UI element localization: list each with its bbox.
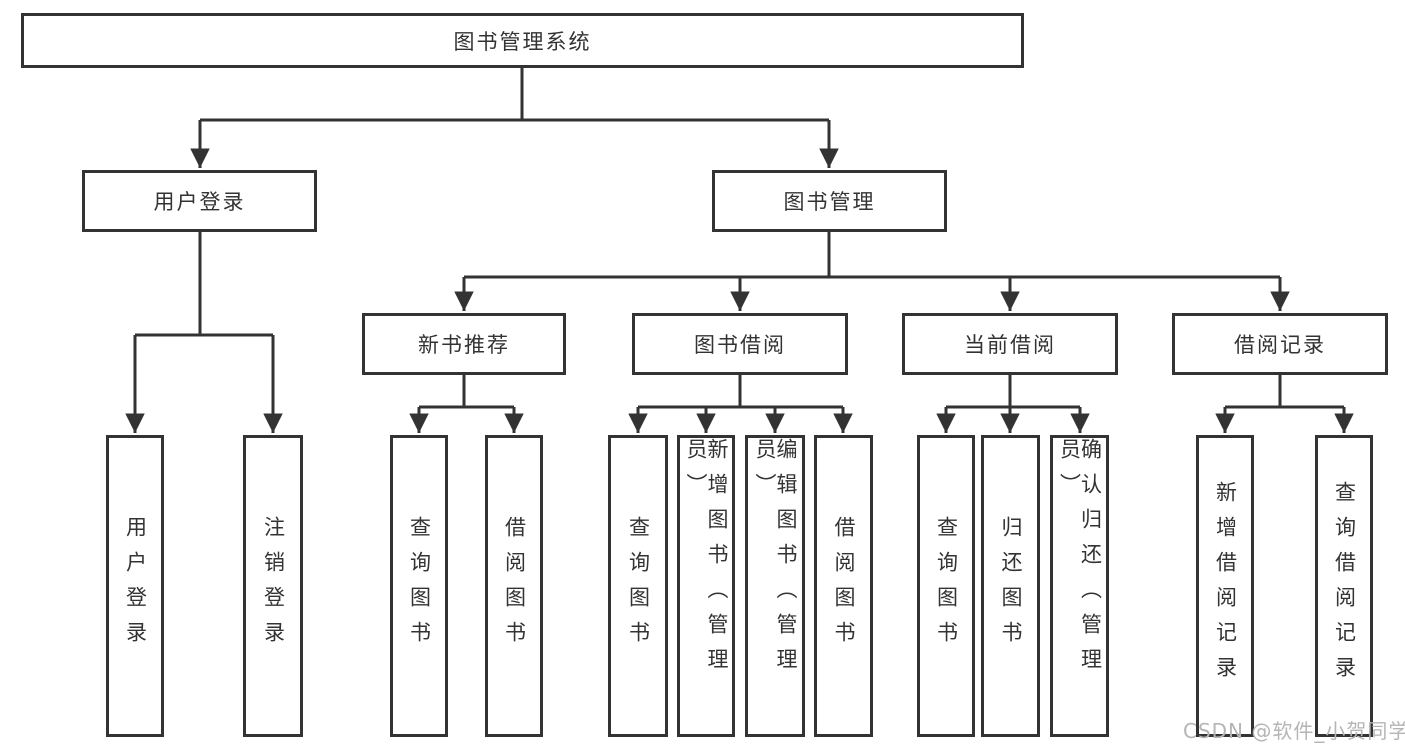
node-user-login: 用户登录 <box>82 170 317 232</box>
node-root-label: 图书管理系统 <box>453 29 592 54</box>
leaf-borrow-books: 借阅图书 <box>814 435 873 737</box>
node-book-borrow: 图书借阅 <box>632 313 848 375</box>
leaf-borrow-books-label: 借阅图书 <box>832 516 856 656</box>
leaf-user-login-label: 用户登录 <box>123 516 148 656</box>
node-current-borrow: 当前借阅 <box>902 313 1118 375</box>
node-root-system: 图书管理系统 <box>21 13 1024 68</box>
leaf-query-borrow-record-label: 查询借阅记录 <box>1332 481 1357 691</box>
node-new-book-recommend: 新书推荐 <box>362 313 566 375</box>
leaf-borrow-books-newbook-label: 借阅图书 <box>502 516 527 656</box>
node-current-borrow-label: 当前借阅 <box>964 333 1056 357</box>
node-book-management: 图书管理 <box>712 170 947 232</box>
node-book-management-label: 图书管理 <box>783 190 876 214</box>
node-book-borrow-label: 图书借阅 <box>694 333 786 357</box>
leaf-borrow-books-newbook: 借阅图书 <box>485 435 543 737</box>
leaf-add-borrow-record: 新增借阅记录 <box>1196 435 1254 737</box>
leaf-return-books: 归还图书 <box>981 435 1040 737</box>
leaf-query-books-current: 查询图书 <box>917 435 975 737</box>
node-borrow-record: 借阅记录 <box>1172 313 1388 375</box>
leaf-confirm-return-admin: 确认归还（管理员） <box>1050 435 1109 737</box>
node-borrow-record-label: 借阅记录 <box>1234 333 1326 357</box>
leaf-query-books-borrow: 查询图书 <box>608 435 668 737</box>
leaf-confirm-return-admin-label: 确认归还（管理员） <box>1057 438 1103 683</box>
node-new-book-recommend-label: 新书推荐 <box>418 333 510 357</box>
leaf-edit-book-admin-label: 编辑图书（管理员） <box>753 438 798 683</box>
leaf-return-books-label: 归还图书 <box>999 516 1023 656</box>
leaf-add-borrow-record-label: 新增借阅记录 <box>1213 481 1238 691</box>
leaf-query-books-newbook-label: 查询图书 <box>407 516 432 656</box>
csdn-watermark: CSDN @软件_小贺同学 <box>1183 719 1405 743</box>
leaf-logout: 注销登录 <box>243 435 303 737</box>
node-user-login-label: 用户登录 <box>153 190 246 214</box>
leaf-query-borrow-record: 查询借阅记录 <box>1315 435 1373 737</box>
leaf-query-books-borrow-label: 查询图书 <box>626 516 651 656</box>
leaf-logout-label: 注销登录 <box>261 516 286 656</box>
leaf-edit-book-admin: 编辑图书（管理员） <box>745 435 805 737</box>
leaf-add-book-admin: 新增图书（管理员） <box>677 435 735 737</box>
leaf-query-books-newbook: 查询图书 <box>390 435 448 737</box>
leaf-query-books-current-label: 查询图书 <box>934 516 959 656</box>
leaf-add-book-admin-label: 新增图书（管理员） <box>684 438 729 683</box>
leaf-user-login: 用户登录 <box>106 435 164 737</box>
